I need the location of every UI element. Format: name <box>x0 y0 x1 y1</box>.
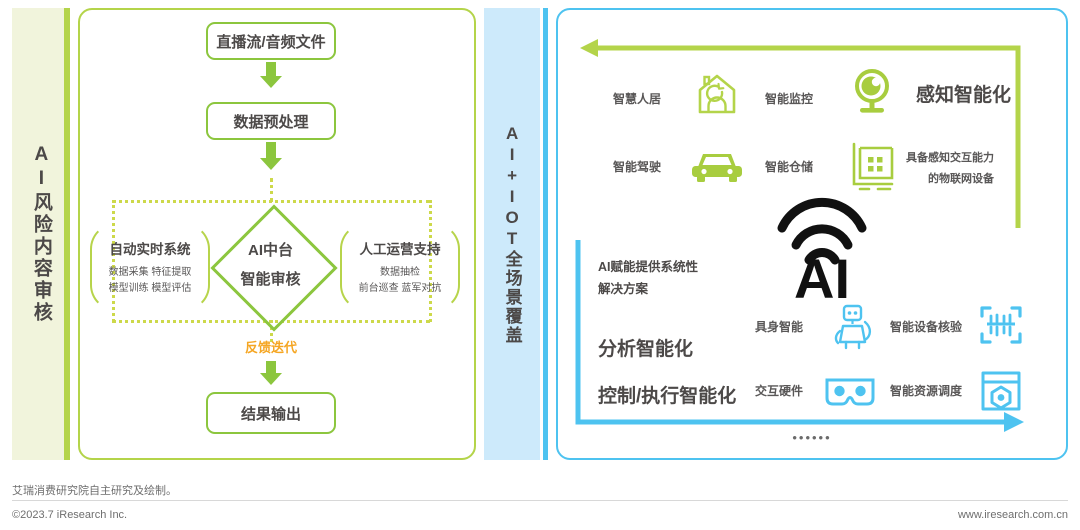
flow-arrow-down-2 <box>260 142 282 170</box>
flow-box-output: 结果输出 <box>206 392 336 434</box>
feedback-loop-left <box>112 200 115 322</box>
right-sidebar-accent-bar <box>543 8 548 460</box>
label-smart-monitoring: 智能监控 <box>765 92 814 106</box>
diamond-text: AI中台 智能审核 <box>198 205 343 325</box>
blue-flow-path <box>574 240 1026 436</box>
diamond-line-2: 智能审核 <box>240 271 301 288</box>
card-manual-operation-support: 人工运营支持 数据抽检 前台巡查 蓝军对抗 <box>340 223 460 311</box>
title-iot-devices-line-2: 的物联网设备 <box>928 172 994 185</box>
card-auto-line-2: 模型训练 模型评估 <box>108 282 192 294</box>
warehouse-icon <box>848 140 898 192</box>
card-manual-line-2: 前台巡查 蓝军对抗 <box>358 282 442 294</box>
text-ai-solution: AI赋能提供系统性 解决方案 <box>598 257 698 301</box>
title-analysis-intelligence: 分析智能化 <box>598 339 694 360</box>
card-auto-line-1: 数据采集 特征提取 <box>108 267 192 278</box>
footer-url: www.iresearch.com.cn <box>957 509 1068 521</box>
label-smart-warehouse: 智能仓储 <box>765 160 814 174</box>
feedback-loop-stub-bottom <box>270 320 273 342</box>
text-ai-solution-line-2: 解决方案 <box>598 281 649 296</box>
robot-icon <box>832 302 878 352</box>
title-control-execution-intelligence: 控制/执行智能化 <box>598 386 737 407</box>
left-sidebar-accent-bar <box>64 8 70 460</box>
diamond-line-1: AI中台 <box>247 241 293 259</box>
label-smart-home: 智慧人居 <box>613 92 662 106</box>
scan-code-icon <box>978 302 1024 348</box>
diamond-ai-platform: AI中台 智能审核 <box>198 204 343 332</box>
arrow-head <box>260 373 282 385</box>
flow-box-output-label: 结果输出 <box>240 405 301 423</box>
security-camera-icon <box>848 68 896 118</box>
ai-wifi-logo: AI <box>772 188 872 310</box>
green-flow-path <box>574 36 1026 228</box>
footer-source-note: 艾瑞消费研究院自主研究及绘制。 <box>12 485 177 497</box>
card-manual-line-1: 数据抽检 <box>380 267 420 278</box>
right-sidebar: AI+IOT全场景覆盖 <box>484 8 540 460</box>
left-sidebar: AI风险内容审核 <box>12 8 70 460</box>
flow-arrow-down-3 <box>260 361 282 385</box>
label-resource-scheduling: 智能资源调度 <box>890 384 963 398</box>
arrow-head <box>260 76 282 88</box>
text-ai-solution-line-1: AI赋能提供系统性 <box>598 260 699 274</box>
arrow-shaft <box>266 361 276 373</box>
title-iot-devices: 具备感知交互能力 的物联网设备 <box>906 148 994 190</box>
vr-goggles-icon <box>822 374 878 410</box>
car-icon <box>690 148 744 188</box>
title-perception-intelligence: 感知智能化 <box>916 85 1012 106</box>
flow-box-source-label: 直播流/音频文件 <box>216 33 326 51</box>
flow-arrow-down-1 <box>260 62 282 88</box>
title-iot-devices-line-1: 具备感知交互能力 <box>906 152 994 164</box>
label-smart-driving: 智能驾驶 <box>613 160 662 174</box>
feedback-loop-stub-top <box>270 178 273 202</box>
flow-box-preprocess: 数据预处理 <box>206 102 336 140</box>
feedback-iteration-label: 反馈迭代 <box>244 340 297 355</box>
left-sidebar-label: AI风险内容审核 <box>30 144 52 324</box>
card-manual-title: 人工运营支持 <box>359 242 441 257</box>
flow-box-preprocess-label: 数据预处理 <box>233 113 309 131</box>
card-auto-realtime-system: 自动实时系统 数据采集 特征提取 模型训练 模型评估 <box>90 223 210 311</box>
label-embodied-intelligence: 具身智能 <box>755 320 804 334</box>
label-device-verification: 智能设备核验 <box>890 320 963 334</box>
ellipsis-dots: •••••• <box>792 430 832 445</box>
label-interactive-hardware: 交互硬件 <box>755 384 804 398</box>
card-auto-title: 自动实时系统 <box>109 242 191 257</box>
arrow-shaft <box>266 62 276 76</box>
feedback-loop-top <box>112 200 430 203</box>
footer-copyright: ©2023.7 iResearch Inc. <box>12 509 128 521</box>
svg-text:AI: AI <box>794 247 850 298</box>
resource-dispatch-icon <box>978 368 1024 414</box>
smart-home-icon <box>694 70 740 118</box>
arrow-shaft <box>266 142 276 158</box>
right-sidebar-label: AI+IOT全场景覆盖 <box>502 123 522 345</box>
feedback-loop-right <box>429 200 432 322</box>
footer-divider <box>12 500 1068 501</box>
arrow-head <box>260 158 282 170</box>
flow-box-source: 直播流/音频文件 <box>206 22 336 60</box>
